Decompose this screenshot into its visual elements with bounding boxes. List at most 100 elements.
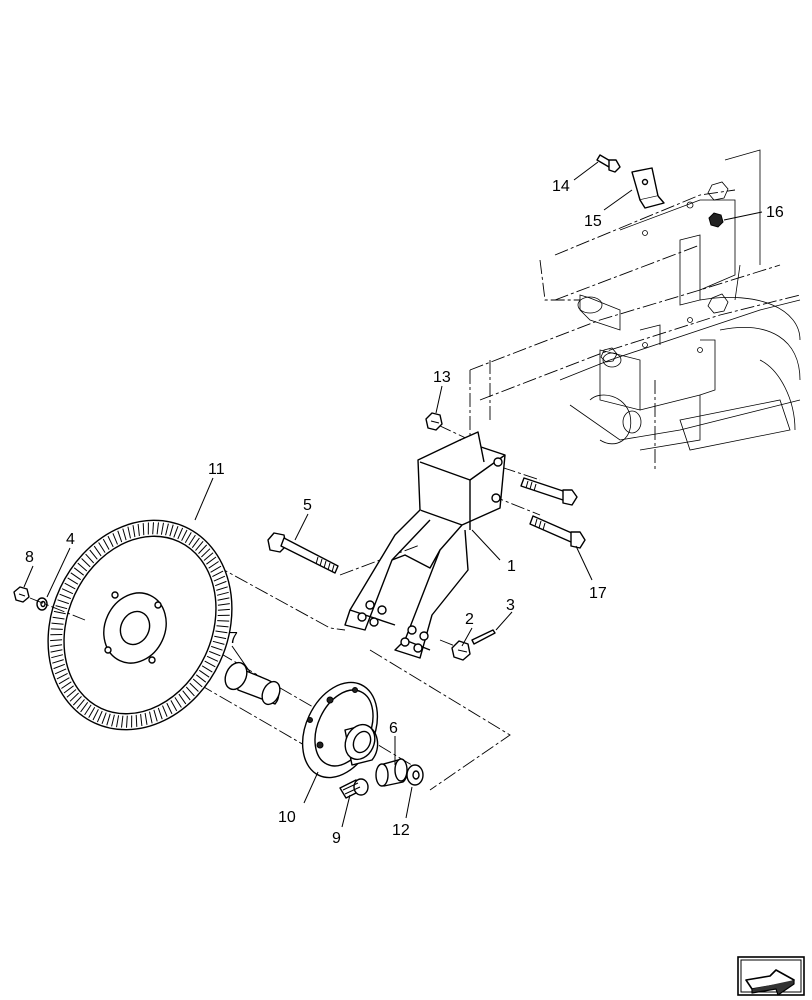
callout-2: 2: [465, 611, 474, 628]
callout-14: 14: [552, 178, 570, 195]
callout-10: 10: [278, 809, 296, 826]
disc-serration: [217, 608, 230, 611]
disc-serration: [116, 715, 120, 728]
disc-serration: [153, 709, 158, 722]
disc-serration: [127, 526, 131, 539]
disc-serration: [93, 545, 102, 557]
mounting-bracket: [344, 431, 506, 659]
callout-5: 5: [303, 497, 312, 514]
disc-serration: [132, 525, 136, 538]
disc-serration: [188, 534, 196, 546]
disc-serration: [152, 522, 154, 535]
disc-serration: [121, 715, 124, 728]
disc-serration: [177, 527, 184, 540]
disc-serration: [156, 522, 159, 535]
bolt-5: [267, 532, 339, 574]
disc-serration: [69, 692, 79, 702]
disc-serration: [208, 561, 219, 569]
disc-serration: [88, 706, 96, 718]
disc-serration: [199, 669, 210, 678]
bolt-14: [596, 154, 621, 173]
disc-serration: [53, 610, 66, 615]
bolt-17-upper: [520, 477, 578, 506]
disc-serration: [73, 567, 85, 576]
disc-serration: [101, 712, 107, 724]
disc-serration: [92, 709, 99, 721]
callout-13: 13: [433, 369, 451, 386]
arrow-next-icon[interactable]: [737, 956, 805, 996]
disc-serration: [76, 699, 85, 710]
disc-serration: [216, 625, 229, 628]
disc-serration: [162, 705, 168, 717]
disc-serration: [50, 639, 63, 642]
washer-4: [36, 597, 48, 611]
disc-serration: [198, 544, 208, 554]
callout-3: 3: [506, 597, 515, 614]
disc-serration: [206, 556, 217, 565]
nut-8: [13, 586, 30, 603]
disc-serration: [102, 538, 110, 550]
carriage-bolt-9: [339, 778, 369, 799]
disc-serration: [72, 696, 82, 706]
disc-serration: [54, 668, 67, 675]
callout-17: 17: [589, 585, 607, 602]
disc-serration: [204, 660, 216, 668]
bolt-17-lower: [529, 515, 586, 549]
disc-serration: [149, 711, 153, 724]
bushing-6: [375, 758, 408, 787]
disc-serration: [89, 549, 98, 560]
disc-serration: [192, 678, 203, 688]
disc-serration: [81, 558, 91, 568]
disc-serration: [51, 622, 64, 625]
disc-serration: [56, 672, 68, 680]
disc-serration: [112, 533, 118, 545]
disc-serration: [169, 524, 174, 537]
callout-11: 11: [208, 461, 225, 478]
disc-serration: [215, 580, 227, 587]
disc-serration: [70, 572, 81, 581]
disc-serration: [214, 635, 227, 640]
disc-serration: [165, 523, 169, 536]
disc-serration: [53, 663, 65, 670]
disc-serration: [195, 674, 207, 683]
disc-serration: [84, 704, 92, 716]
clip-15: [631, 167, 665, 209]
washer-12: [406, 764, 424, 786]
disc-serration: [96, 710, 103, 723]
disc-serration: [217, 597, 230, 601]
disc-serration: [135, 714, 138, 727]
spacer-sleeve: [224, 661, 281, 706]
disc-serration: [142, 523, 145, 536]
disc-serration: [213, 575, 226, 582]
coulter-disc: [47, 519, 233, 731]
disc-serration: [61, 681, 72, 689]
disc-serration: [58, 677, 70, 685]
disc-serration: [144, 712, 148, 725]
callout-6: 6: [389, 720, 398, 737]
callout-labels: 1 2 3 4 5 6 7 8 9 10 11 12 13 14 15 16 1…: [25, 178, 784, 847]
callout-4: 4: [66, 531, 75, 548]
disc-serration: [52, 616, 65, 620]
disc-serration: [50, 649, 63, 653]
disc-serration: [195, 540, 204, 551]
callout-12: 12: [392, 822, 410, 839]
disc-serration: [182, 690, 191, 701]
disc-serration: [126, 715, 128, 728]
disc-serration: [216, 586, 228, 591]
callout-1: 1: [507, 558, 516, 575]
disc-serration: [55, 605, 68, 610]
disc-serration: [206, 655, 219, 662]
disc-serration: [203, 552, 214, 561]
callout-9: 9: [332, 830, 341, 847]
disc-serration: [216, 591, 229, 596]
disc-serration: [51, 654, 64, 659]
disc-serration: [50, 644, 63, 647]
disc-serration: [217, 620, 230, 622]
disc-serration: [66, 689, 77, 698]
disc-serration: [59, 593, 71, 600]
disc-serration: [173, 526, 179, 538]
disc-serration: [201, 665, 213, 673]
ghost-frame: [469, 149, 801, 470]
disc-serration: [85, 553, 95, 564]
